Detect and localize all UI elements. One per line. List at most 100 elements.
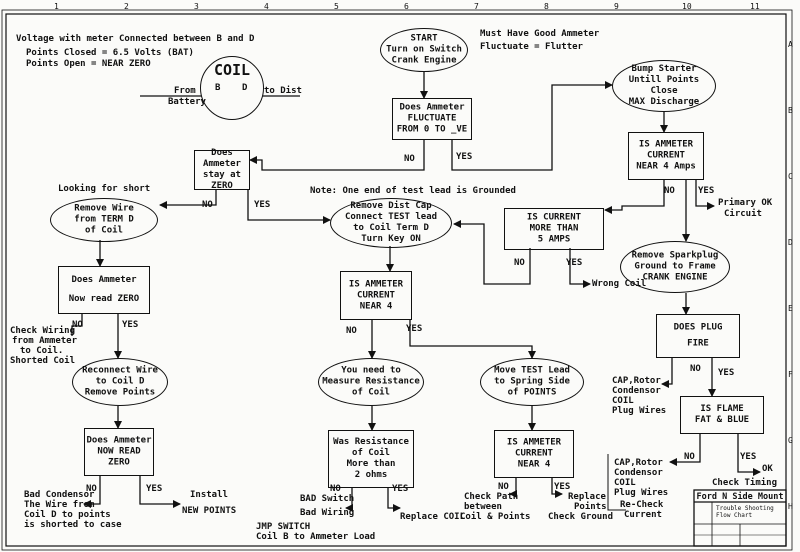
yes-label: YES: [740, 452, 757, 462]
yes-label: YES: [566, 258, 583, 268]
yes-label: YES: [698, 186, 715, 196]
replace-points-note: Points: [574, 502, 607, 512]
terminal-b-label: B: [215, 83, 221, 93]
yes-label: YES: [406, 324, 423, 334]
bad-switch-note: BAD Switch: [300, 494, 355, 504]
replace-points-note: Replace: [568, 492, 606, 502]
border-letter: E: [788, 304, 793, 313]
points-open-note: Points Open = NEAR ZERO: [26, 59, 151, 69]
border-letter: G: [788, 436, 793, 445]
jmp-switch-note: JMP SWITCH: [256, 522, 311, 532]
no-label: NO: [664, 186, 675, 196]
looking-short-note: Looking for short: [58, 184, 151, 194]
border-number: 11: [750, 2, 760, 11]
check-wiring-note: from Ammeter: [12, 336, 78, 346]
title-block-title: Ford N Side Mount: [696, 492, 784, 502]
bad-wiring-note: Bad Wiring: [300, 508, 355, 518]
cap-rotor-note: Condensor: [612, 386, 661, 396]
yes-label: YES: [392, 484, 409, 494]
from-battery-label: From: [174, 86, 196, 96]
no-label: NO: [346, 326, 357, 336]
cap-rotor-note: COIL: [612, 396, 634, 406]
replace-points-note: Check Ground: [548, 512, 614, 522]
border-letter: F: [788, 370, 793, 379]
no-label: NO: [690, 364, 701, 374]
terminal-d-label: D: [242, 83, 248, 93]
coil-symbol: [200, 56, 264, 120]
bad-condensor-note: is shorted to case: [24, 520, 122, 530]
border-number: 7: [474, 2, 479, 11]
border-number: 2: [124, 2, 129, 11]
cap-rotor-2-note: COIL: [614, 478, 636, 488]
border-letter: D: [788, 238, 793, 247]
border-number: 6: [404, 2, 409, 11]
yes-label: YES: [254, 200, 271, 210]
no-label: NO: [498, 482, 509, 492]
check-path-note: Check Path: [464, 492, 519, 502]
border-number: 10: [682, 2, 692, 11]
no-label: NO: [72, 320, 83, 330]
points-closed-note: Points Closed = 6.5 Volts (BAT): [26, 48, 194, 58]
check-path-note: Coil & Points: [460, 512, 531, 522]
replace-coil-note: Replace COIL: [400, 512, 466, 522]
border-number: 5: [334, 2, 339, 11]
border-number: 4: [264, 2, 269, 11]
border-letter: B: [788, 106, 793, 115]
cap-rotor-2-note: Condensor: [614, 468, 663, 478]
no-label: NO: [404, 154, 415, 164]
yes-label: YES: [122, 320, 139, 330]
border-letter: H: [788, 502, 793, 511]
border-letter: A: [788, 40, 793, 49]
check-timing-note: Check Timing: [712, 478, 778, 488]
no-label: NO: [202, 200, 213, 210]
primary-ok-note: Circuit: [724, 209, 762, 219]
title-block-subtitle: Flow Chart: [716, 512, 753, 519]
to-dist-label: to Dist: [264, 86, 302, 96]
yes-label: YES: [146, 484, 163, 494]
no-label: NO: [86, 484, 97, 494]
recheck-note: Current: [624, 510, 662, 520]
recheck-note: Re-Check: [620, 500, 664, 510]
must-have-note: Fluctuate = Flutter: [480, 42, 583, 52]
shorted-coil-note: Shorted Coil: [10, 356, 76, 366]
border-letter: C: [788, 172, 793, 181]
cap-rotor-2-note: Plug Wires: [614, 488, 669, 498]
check-path-note: between: [464, 502, 502, 512]
wrong-coil-note: Wrong Coil: [592, 279, 647, 289]
jmp-switch-note: Coil B to Ammeter Load: [256, 532, 376, 542]
check-wiring-note: Check Wiring: [10, 326, 76, 336]
bad-condensor-note: Coil D to points: [24, 510, 111, 520]
check-wiring-note: to Coil.: [20, 346, 64, 356]
must-have-note: Must Have Good Ammeter: [480, 29, 600, 39]
test-lead-note: Note: One end of test lead is Grounded: [310, 186, 516, 196]
border-number: 9: [614, 2, 619, 11]
from-battery-label: Battery: [168, 97, 206, 107]
no-label: NO: [330, 484, 341, 494]
cap-rotor-note: CAP,Rotor: [612, 376, 661, 386]
no-label: NO: [514, 258, 525, 268]
install-note: Install: [190, 490, 228, 500]
primary-ok-note: Primary OK: [718, 198, 773, 208]
cap-rotor-note: Plug Wires: [612, 406, 667, 416]
cap-rotor-2-note: CAP,Rotor: [614, 458, 663, 468]
